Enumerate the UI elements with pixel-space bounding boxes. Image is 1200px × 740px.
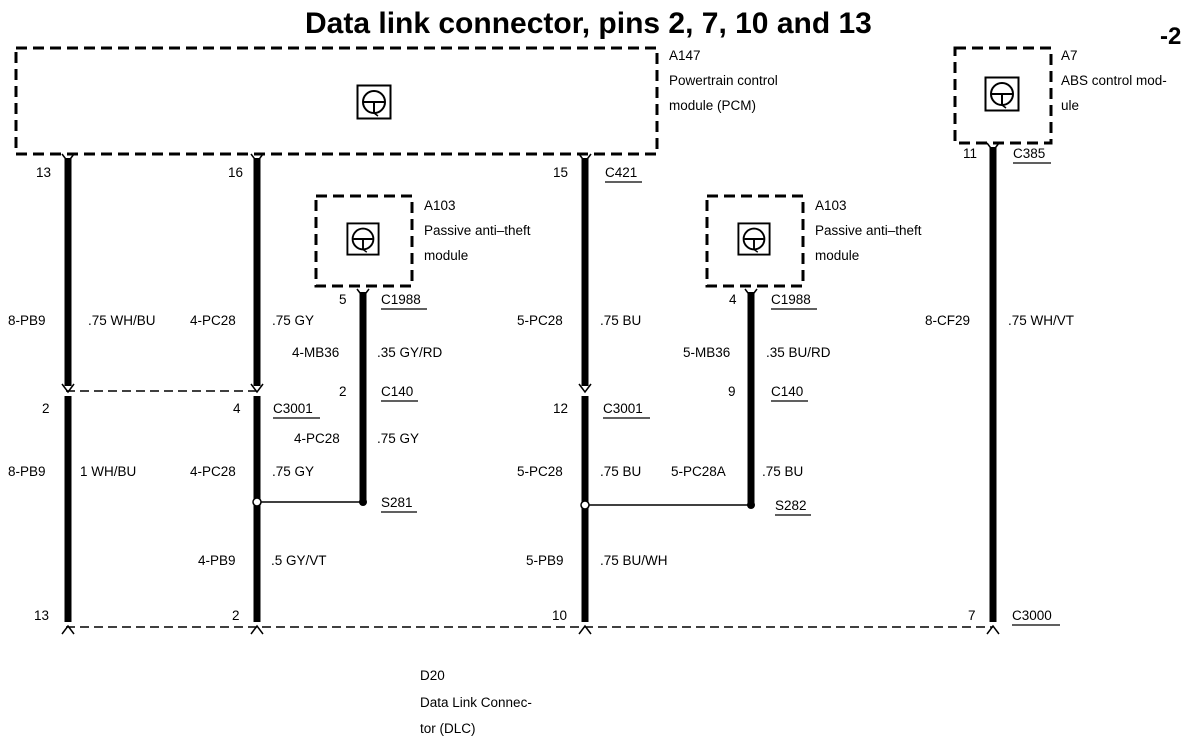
connector-c3001-a: C3001 <box>273 401 313 416</box>
circuit-w5-upper: 5-MB36 <box>683 345 730 360</box>
circuit-w1-lower: 8-PB9 <box>8 464 46 479</box>
connector-c1988-b: C1988 <box>771 292 811 307</box>
pin-16-top: 16 <box>228 165 243 180</box>
pin-4-pats2: 4 <box>729 292 737 307</box>
circuit-w4-upper: 5-PC28 <box>517 313 563 328</box>
wire-spec-w2-mid: .75 GY <box>272 464 314 479</box>
circuit-w6: 8-CF29 <box>925 313 970 328</box>
dlc-name-line2: tor (DLC) <box>420 721 476 736</box>
wire-spec-w4-mid: .75 BU <box>600 464 641 479</box>
wire-spec-w1-lower: 1 WH/BU <box>80 464 136 479</box>
wire-spec-w3-upper: .35 GY/RD <box>377 345 443 360</box>
connector-c3001-b: C3001 <box>603 401 643 416</box>
splice-dot-s282 <box>747 501 755 509</box>
terminal-markers <box>61 142 1000 635</box>
pin-2-left: 2 <box>42 401 50 416</box>
connector-c3000: C3000 <box>1012 608 1052 623</box>
diagram-title: Data link connector, pins 2, 7, 10 and 1… <box>305 7 872 40</box>
connector-c385: C385 <box>1013 146 1045 161</box>
ecu-icon <box>346 222 380 256</box>
ecu-icon <box>984 76 1020 112</box>
pats1-name-line1: Passive anti–theft <box>424 223 531 238</box>
pcm-name-line1: Powertrain control <box>669 73 778 88</box>
splice-s281: S281 <box>381 495 413 510</box>
circuit-w1-upper: 8-PB9 <box>8 313 46 328</box>
wire-spec-w5-lower: .75 BU <box>762 464 803 479</box>
splice-dot-s281 <box>359 498 367 506</box>
wire-spec-w3-lower: .75 GY <box>377 431 419 446</box>
circuit-w3-upper: 4-MB36 <box>292 345 339 360</box>
wire-spec-w2-upper: .75 GY <box>272 313 314 328</box>
abs-id: A7 <box>1061 48 1078 63</box>
connector-c421: C421 <box>605 165 637 180</box>
circuit-w2-mid: 4-PC28 <box>190 464 236 479</box>
pin-9-c140: 9 <box>728 384 736 399</box>
circuit-w4-mid: 5-PC28 <box>517 464 563 479</box>
pin-13-bottom: 13 <box>34 608 49 623</box>
splice-s282: S282 <box>775 498 807 513</box>
pats1-name-line2: module <box>424 248 468 263</box>
pin-11-top: 11 <box>963 146 977 161</box>
abs-name-line1: ABS control mod- <box>1061 73 1167 88</box>
splice-dot-w2 <box>252 497 262 507</box>
abs-module-box <box>953 46 1053 145</box>
ecu-icon <box>737 222 771 256</box>
wire-spec-w1-upper: .75 WH/BU <box>88 313 156 328</box>
pin-2-bottom: 2 <box>232 608 240 623</box>
wire-spec-w4-lower: .75 BU/WH <box>600 553 668 568</box>
dlc-id: D20 <box>420 668 445 683</box>
circuit-w4-lower: 5-PB9 <box>526 553 564 568</box>
wire-spec-w6: .75 WH/VT <box>1008 313 1074 328</box>
pats2-id: A103 <box>815 198 847 213</box>
circuit-w5-lower: 5-PC28A <box>671 464 726 479</box>
pcm-name-line2: module (PCM) <box>669 98 756 113</box>
pin-7-bottom: 7 <box>968 608 976 623</box>
connector-c140-b: C140 <box>771 384 803 399</box>
circuit-w3-lower: 4-PC28 <box>294 431 340 446</box>
sheet-number: -2 <box>1160 23 1181 50</box>
pin-12: 12 <box>553 401 568 416</box>
pats-module-1-box <box>314 194 414 288</box>
dlc-name-line1: Data Link Connec- <box>420 695 532 710</box>
circuit-w2-upper: 4-PC28 <box>190 313 236 328</box>
wire-spec-w5-upper: .35 BU/RD <box>766 345 831 360</box>
pin-13-top: 13 <box>36 165 51 180</box>
pin-2-c140: 2 <box>339 384 347 399</box>
wire-spec-w2-lower: .5 GY/VT <box>271 553 327 568</box>
wire-spec-w4-upper: .75 BU <box>600 313 641 328</box>
pats2-name-line1: Passive anti–theft <box>815 223 922 238</box>
pats2-name-line2: module <box>815 248 859 263</box>
pin-10-bottom: 10 <box>552 608 567 623</box>
ecu-icon <box>356 84 392 120</box>
pin-15-top: 15 <box>553 165 568 180</box>
pcm-module-box <box>14 46 659 156</box>
abs-name-line2: ule <box>1061 98 1079 113</box>
connector-c140-a: C140 <box>381 384 413 399</box>
pcm-id: A147 <box>669 48 701 63</box>
pin-5-pats1: 5 <box>339 292 347 307</box>
pin-4-left: 4 <box>233 401 241 416</box>
pats1-id: A103 <box>424 198 456 213</box>
circuit-w2-lower: 4-PB9 <box>198 553 236 568</box>
connector-c1988-a: C1988 <box>381 292 421 307</box>
pats-module-2-box <box>705 194 805 288</box>
splice-dot-w4 <box>580 500 590 510</box>
